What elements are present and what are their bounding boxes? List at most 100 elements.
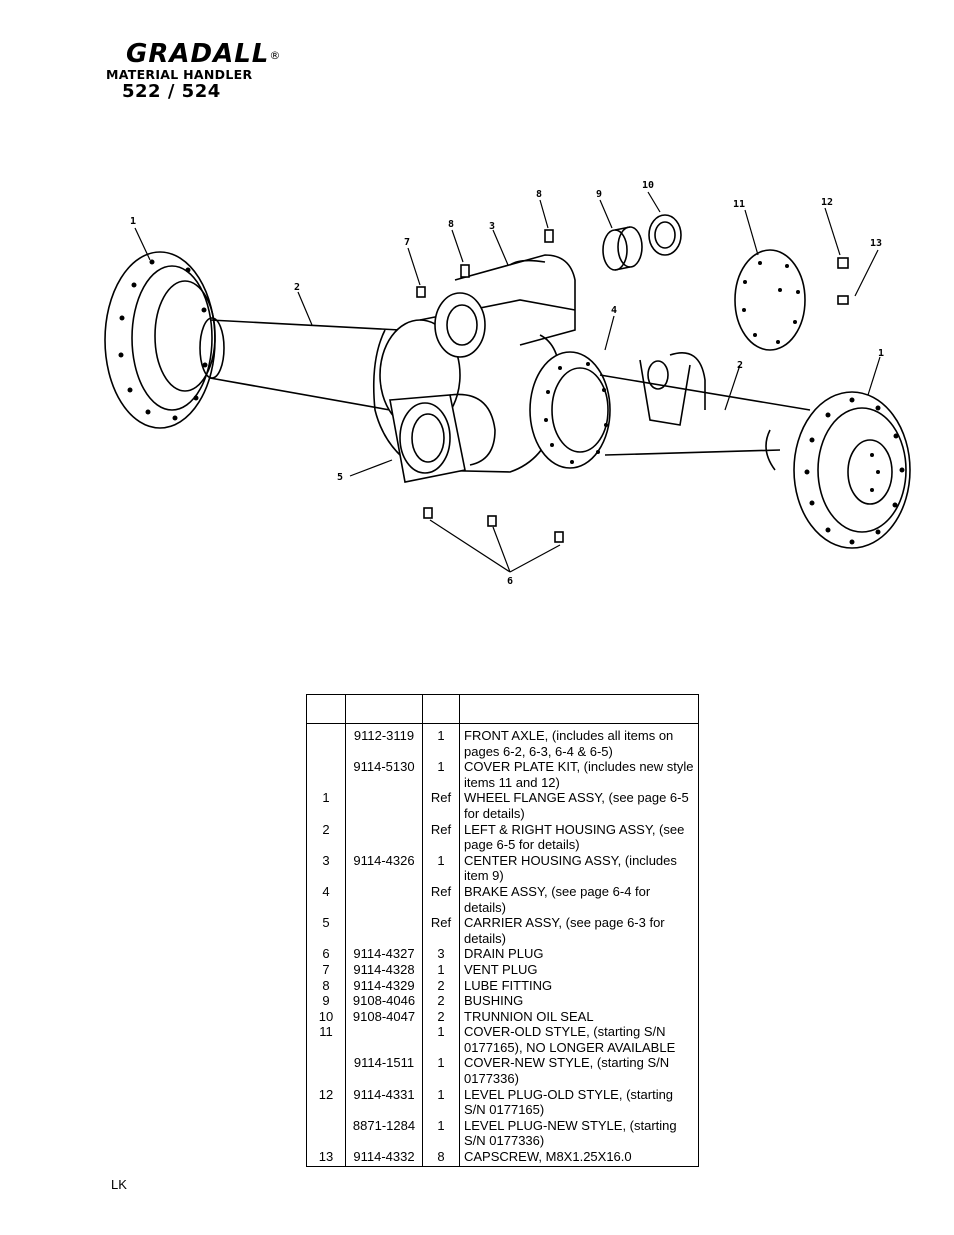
item-number: 2 [322,821,330,837]
item-number: 13 [318,1149,334,1165]
quantity: 1 [422,1086,460,1118]
part-number: 9114-4326 [345,852,423,884]
item-number: 5 [322,915,330,931]
callout-13: 13 [870,238,882,249]
part-number: 9114-4331 [345,1086,423,1118]
header-description [459,694,699,724]
callout-11: 11 [733,199,745,210]
description: CENTER HOUSING ASSY, (includes item 9) [459,852,699,884]
description: CAPSCREW, M8X1.25X16.0 [459,1149,699,1167]
item-number: 8 [322,977,330,993]
part-number [345,821,423,853]
item-number: 4 [322,883,330,899]
part-number: 9114-4332 [345,1149,423,1167]
item-number: 6 [322,946,330,962]
description: BUSHING [459,993,699,1009]
parts-table-header [306,694,699,724]
quantity: 1 [422,961,460,978]
item-number [307,1055,346,1086]
front-axle-exploded-diagram: 1 2 3 4 5 6 7 8 8 9 10 11 12 13 2 1 [104,180,911,587]
part-number: 9114-4328 [345,961,423,978]
part-number [345,883,423,916]
quantity: Ref [422,821,460,853]
callout-1-left: 1 [130,216,136,227]
description: COVER-OLD STYLE, (starting S/N 0177165),… [459,1024,699,1056]
description: COVER PLATE KIT, (includes new style ite… [459,759,699,791]
left-housing-tube [199,317,401,411]
bushing [602,226,643,271]
part-number [345,790,423,822]
part-number: 9114-4329 [345,977,423,994]
quantity: 3 [422,946,460,962]
item-number: 12 [318,1086,334,1102]
part-number: 9108-4046 [345,993,423,1009]
callout-10: 10 [642,180,654,191]
item-number: 11 [319,1024,333,1040]
cover-plate [734,249,806,351]
callout-1-right: 1 [878,348,884,359]
part-number: 9108-4047 [345,1008,423,1025]
brand-subtitle: MATERIAL HANDLER [106,67,253,82]
quantity: 2 [422,977,460,994]
item-number [307,759,346,790]
right-housing-tube [599,352,811,456]
description: VENT PLUG [459,961,699,978]
quantity: 2 [422,993,460,1009]
callout-3: 3 [489,221,495,232]
item-number: 10 [318,1008,334,1024]
description: LEVEL PLUG-OLD STYLE, (starting S/N 0177… [459,1086,699,1118]
model-number: 522 / 524 [122,81,221,102]
quantity: Ref [422,915,460,947]
quantity: 8 [422,1149,460,1167]
brake-housing [529,351,611,469]
callout-9: 9 [596,189,602,200]
item-number: 3 [322,852,330,868]
hardware [416,229,849,543]
quantity: Ref [422,883,460,916]
trunnion-oil-seal [648,214,682,256]
header-qty [422,694,460,724]
quantity: 2 [422,1008,460,1025]
leader-lines [134,191,881,573]
description: LUBE FITTING [459,977,699,994]
part-number: 9114-4327 [345,946,423,962]
right-wheel-flange [765,391,911,549]
footer-code: LK [111,1177,127,1192]
quantity: 1 [422,1024,460,1056]
item-number [307,728,346,759]
item-number: 1 [322,790,330,806]
callout-2-right: 2 [737,360,743,371]
header-part-number [345,694,423,724]
description: DRAIN PLUG [459,946,699,962]
description: FRONT AXLE, (includes all items on pages… [459,728,699,760]
callout-2-left: 2 [294,282,300,293]
carrier-assembly [389,393,496,483]
callout-12: 12 [821,197,833,208]
part-number: 9114-1511 [345,1055,423,1087]
left-wheel-flange [104,251,216,429]
callout-8-right: 8 [536,189,542,200]
part-number: 9112-3119 [345,728,423,760]
gradall-logo: GRADALL® MATERIAL HANDLER 522 / 524 [106,40,296,102]
description: TRUNNION OIL SEAL [459,1008,699,1025]
registered-mark: ® [269,49,282,62]
callout-6: 6 [507,576,513,587]
quantity: 1 [422,728,460,760]
part-number [345,915,423,947]
description: WHEEL FLANGE ASSY, (see page 6-5 for det… [459,790,699,822]
description: LEVEL PLUG-NEW STYLE, (starting S/N 0177… [459,1117,699,1150]
